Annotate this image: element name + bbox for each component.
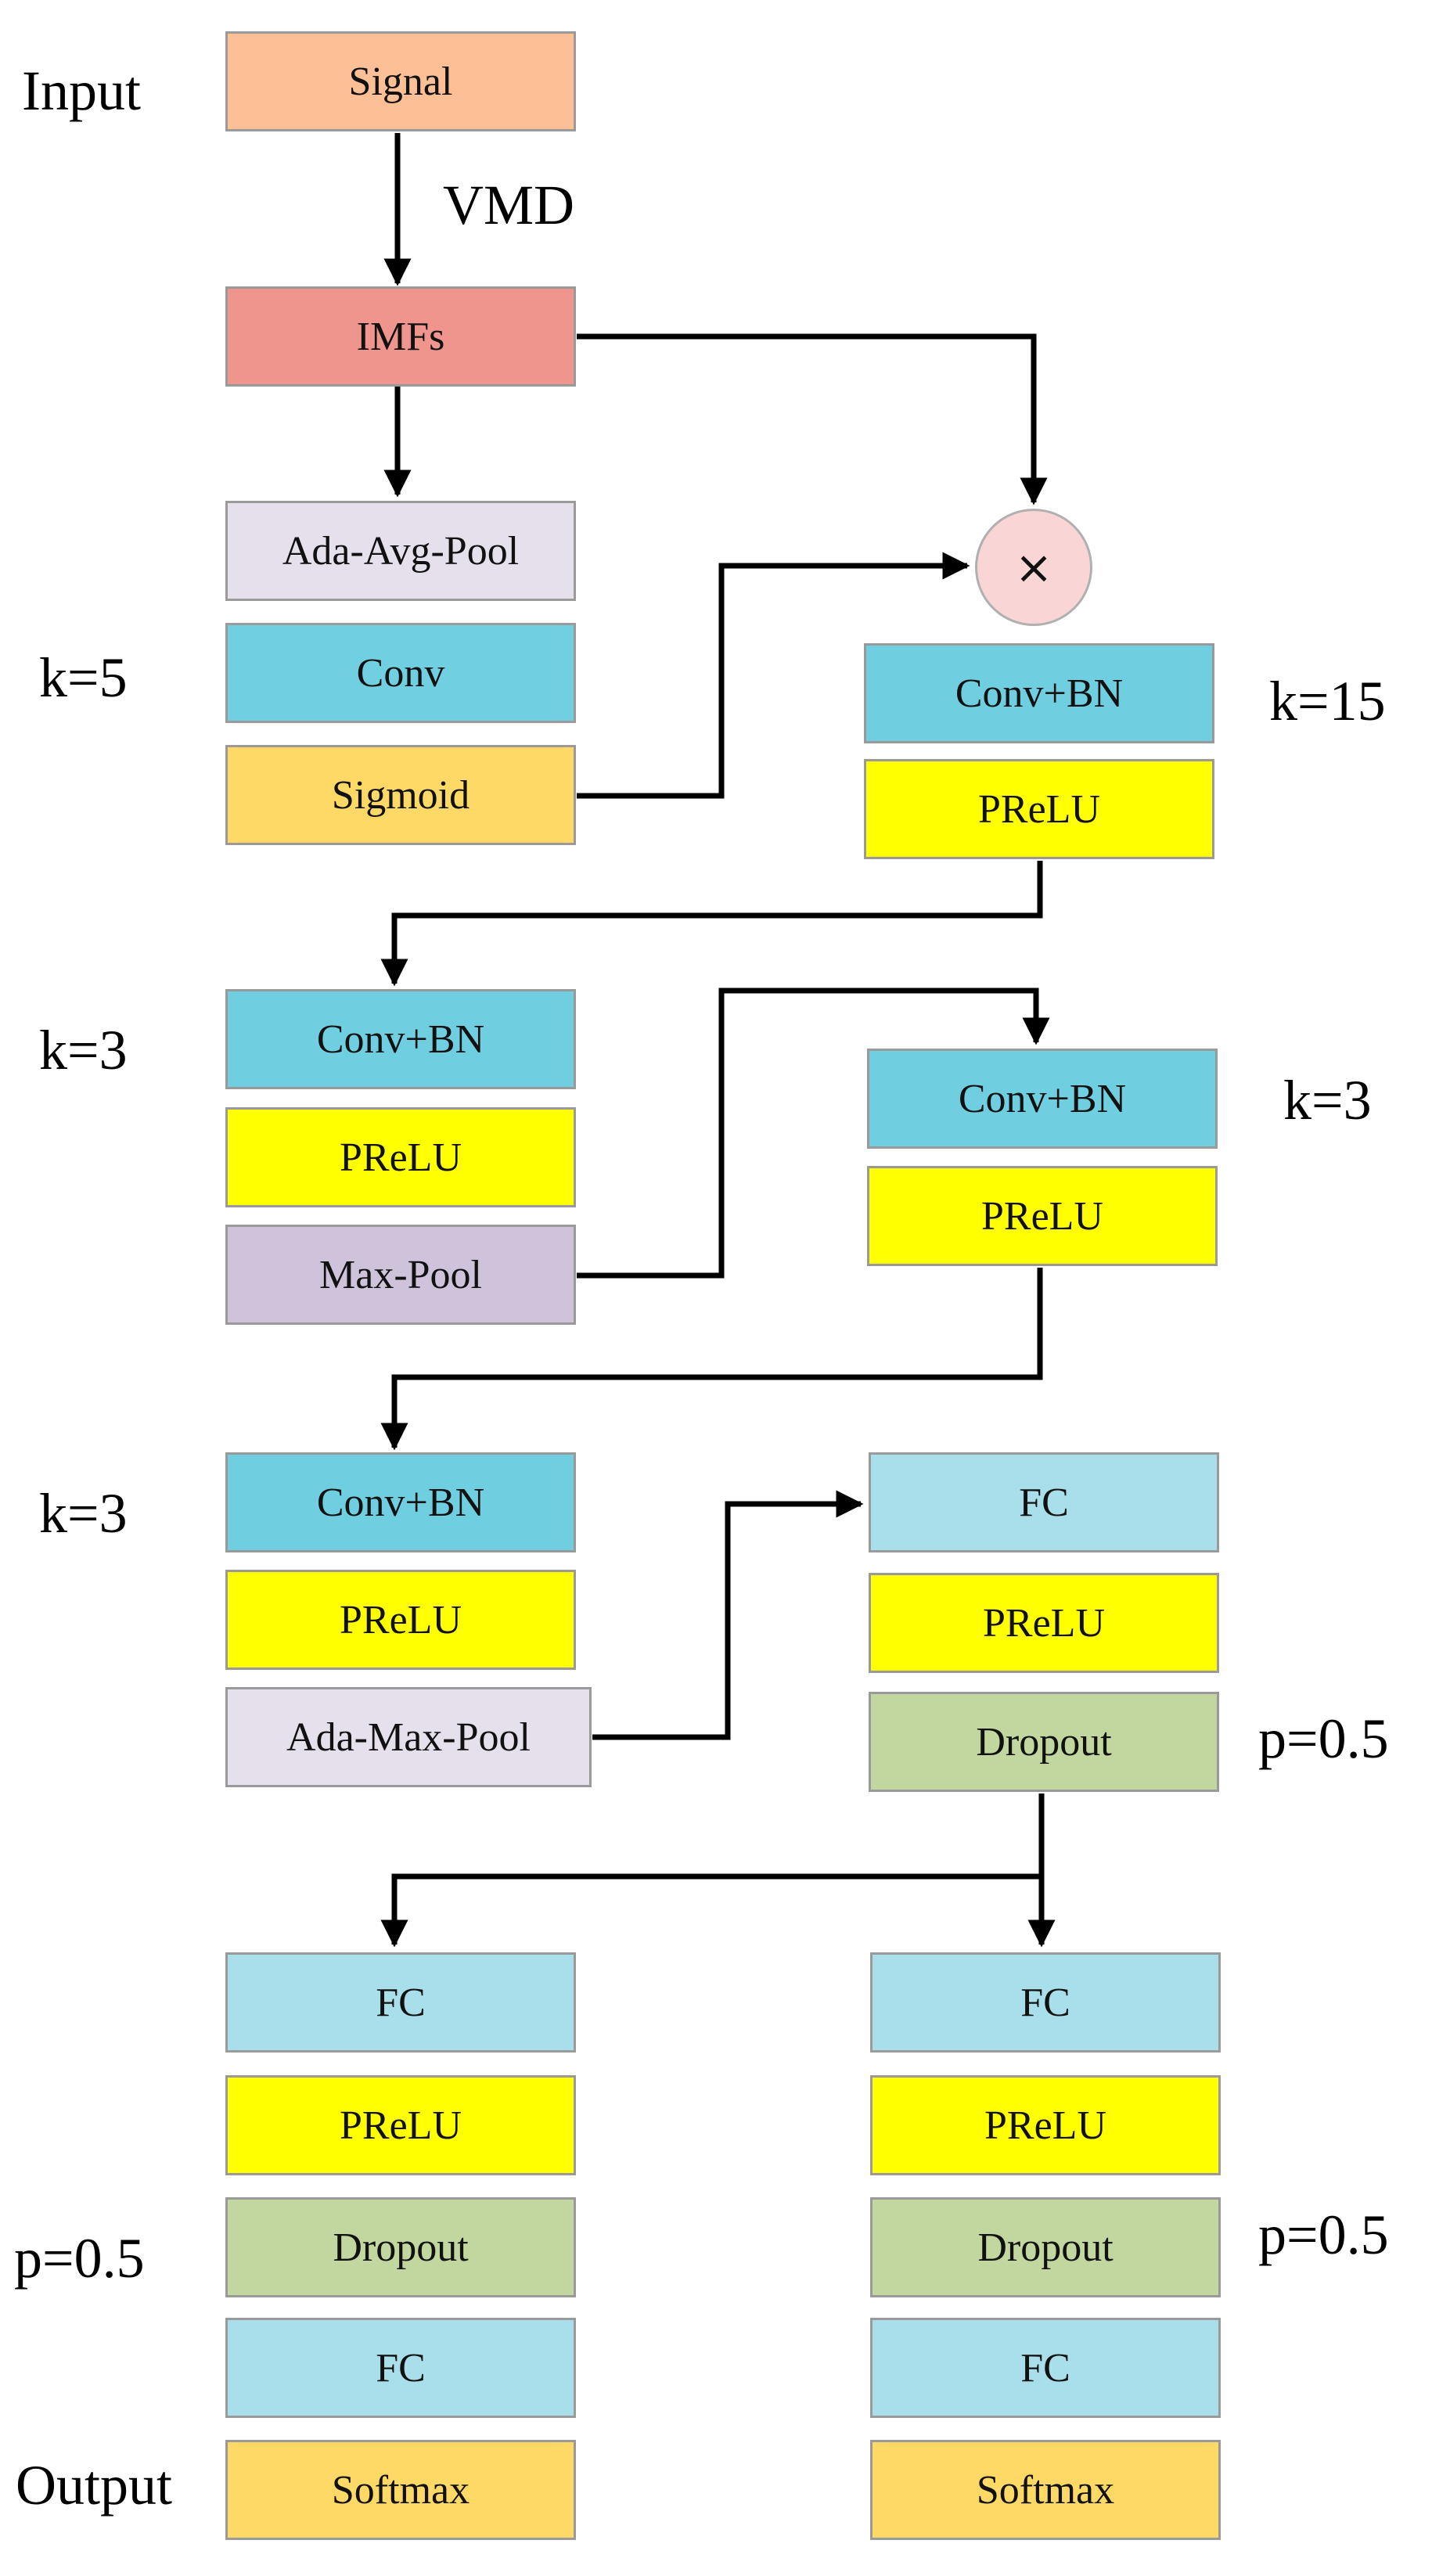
prelu-box-2: PReLU — [225, 1107, 576, 1207]
k-conv-bn-1-label: k=15 — [1269, 670, 1386, 732]
fc-right-box-2: FC — [870, 2318, 1221, 2418]
arrow-sigmoid-to-multiply — [577, 552, 970, 799]
fc-left-box-1: FC — [225, 1952, 576, 2053]
softmax-left-box: Softmax — [225, 2440, 576, 2540]
ada-avg-pool-box: Ada-Avg-Pool — [225, 501, 576, 601]
conv-bn-box-2: Conv+BN — [225, 989, 576, 1089]
k-conv-bn-4-label: k=3 — [39, 1482, 128, 1545]
ada-max-pool-box: Ada-Max-Pool — [225, 1687, 592, 1787]
multiply-node: × — [975, 509, 1092, 626]
max-pool-box: Max-Pool — [225, 1225, 576, 1325]
p-dropout-right-label: p=0.5 — [1258, 2204, 1389, 2266]
p-dropout-1-label: p=0.5 — [1258, 1707, 1389, 1770]
input-label: Input — [22, 59, 141, 122]
fc-box-1: FC — [869, 1452, 1219, 1552]
arrow-prelu1-to-convbn2 — [380, 861, 1043, 987]
k-conv-bn-2-label: k=3 — [39, 1019, 128, 1081]
prelu-right-box: PReLU — [870, 2075, 1221, 2175]
prelu-box-1: PReLU — [864, 759, 1214, 859]
conv-bn-box-3: Conv+BN — [867, 1049, 1218, 1149]
arrow-dropout-split-left — [380, 1793, 1045, 1948]
signal-box: Signal — [225, 31, 576, 131]
conv-box: Conv — [225, 623, 576, 723]
prelu-left-box: PReLU — [225, 2075, 576, 2175]
arrow-maxpool-to-convbn3 — [577, 988, 1050, 1279]
fc-right-box-1: FC — [870, 1952, 1221, 2053]
prelu-box-4: PReLU — [225, 1570, 576, 1670]
p-dropout-left-label: p=0.5 — [14, 2227, 145, 2290]
output-label: Output — [16, 2454, 173, 2517]
dropout-right-box: Dropout — [870, 2197, 1221, 2297]
arrow-imfs-to-multiply — [577, 333, 1048, 505]
sigmoid-box: Sigmoid — [225, 745, 576, 845]
prelu-box-5: PReLU — [869, 1573, 1219, 1673]
dropout-box-1: Dropout — [869, 1692, 1219, 1792]
vmd-label: VMD — [443, 174, 575, 236]
imfs-box: IMFs — [225, 286, 576, 387]
dropout-left-box: Dropout — [225, 2197, 576, 2297]
conv-bn-box-4: Conv+BN — [225, 1452, 576, 1552]
k-conv-bn-3-label: k=3 — [1283, 1069, 1372, 1131]
fc-left-box-2: FC — [225, 2318, 576, 2418]
prelu-box-3: PReLU — [867, 1166, 1218, 1266]
conv-bn-box-1: Conv+BN — [864, 643, 1214, 743]
arrow-prelu3-to-convbn4 — [380, 1268, 1043, 1451]
softmax-right-box: Softmax — [870, 2440, 1221, 2540]
arrow-adamaxpool-to-fc — [592, 1490, 864, 1740]
k-conv-label: k=5 — [39, 646, 128, 709]
